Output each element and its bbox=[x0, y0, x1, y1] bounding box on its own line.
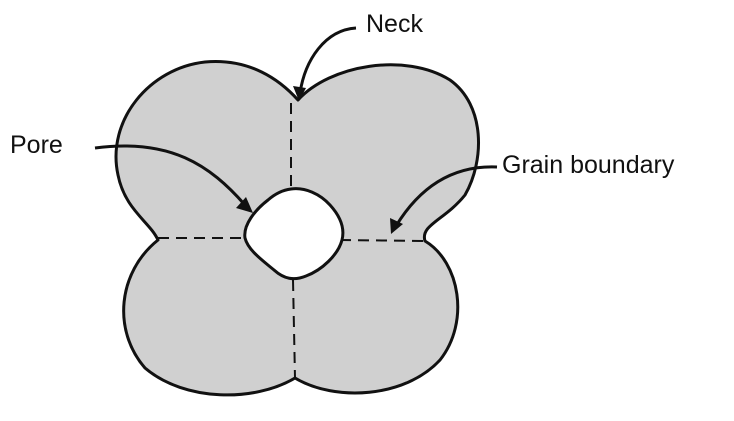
neck-label: Neck bbox=[366, 10, 423, 38]
grain-boundary-label: Grain boundary bbox=[502, 151, 675, 179]
pore-label: Pore bbox=[10, 131, 63, 159]
